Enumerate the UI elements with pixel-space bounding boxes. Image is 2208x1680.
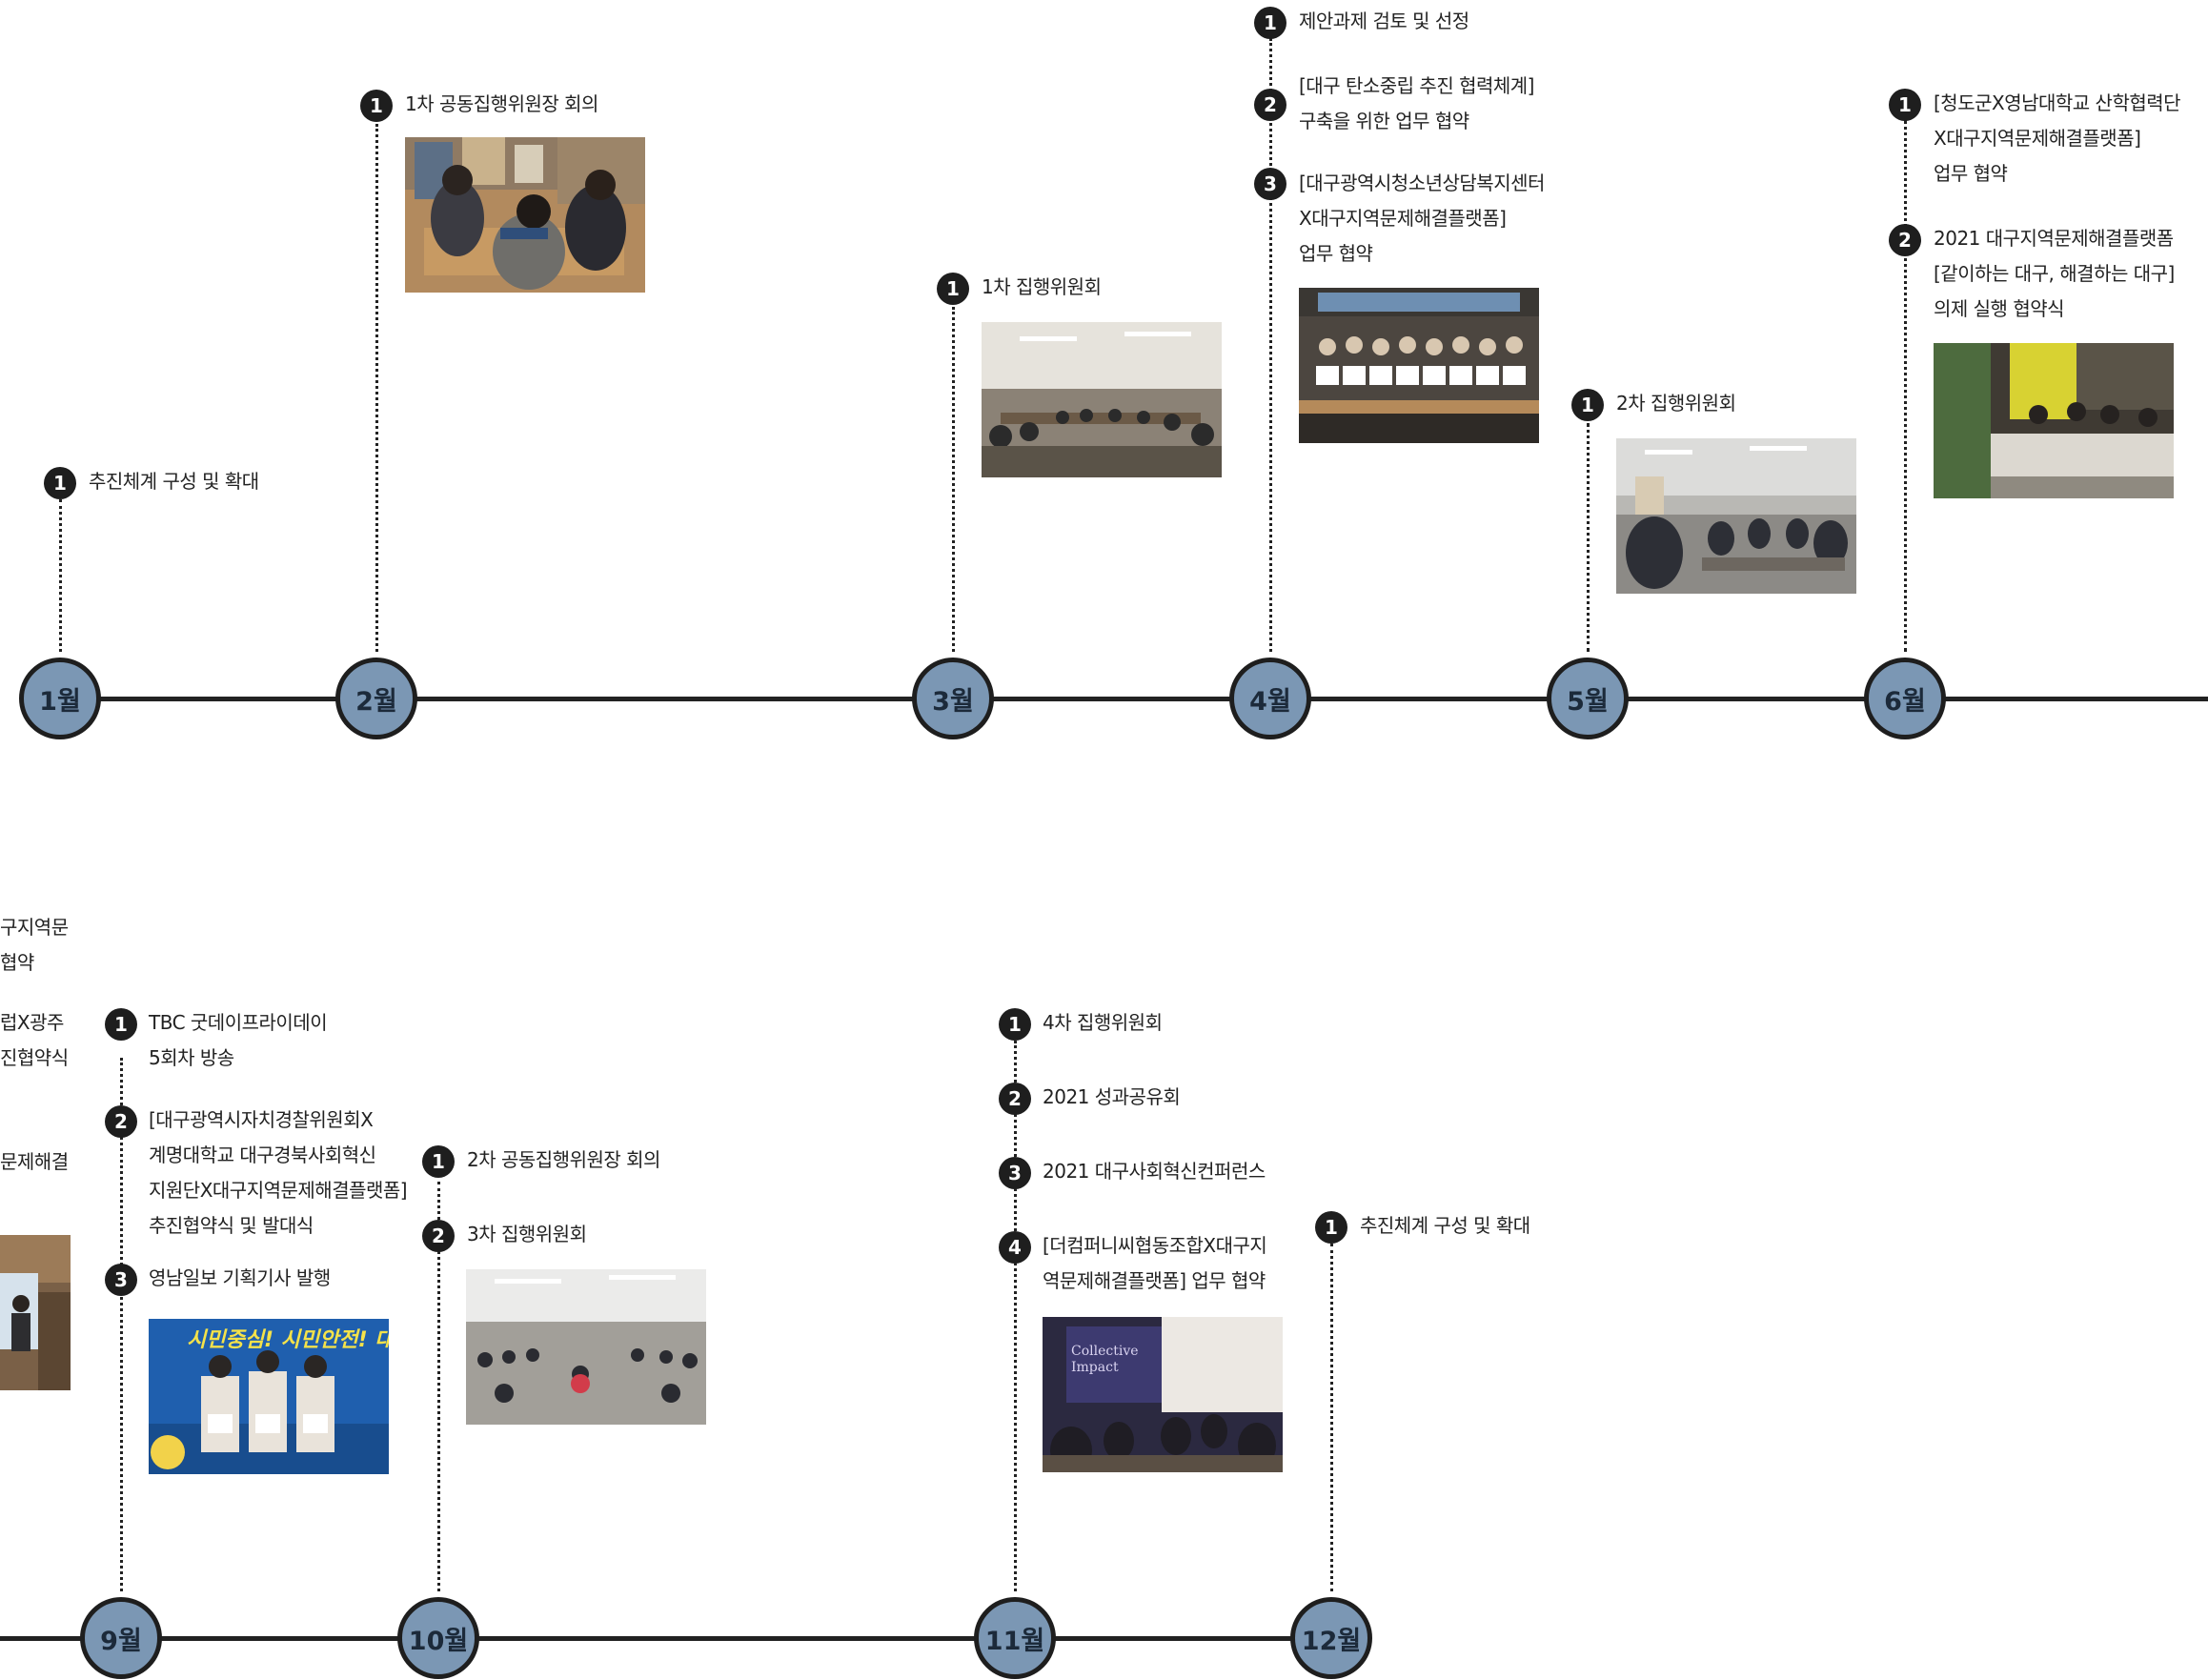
event-label: 지원단X대구지역문제해결플랫폼] <box>149 1179 408 1202</box>
event-label: 추진체계 구성 및 확대 <box>1360 1214 1530 1237</box>
event-label: 업무 협약 <box>1299 242 1373 265</box>
event-number: 1 <box>937 273 969 305</box>
event-number: 3 <box>999 1157 1031 1189</box>
event-number: 1 <box>999 1008 1031 1041</box>
event-number: 1 <box>422 1145 455 1178</box>
photo-partial-aug <box>0 1235 71 1390</box>
event-number: 1 <box>1254 7 1286 39</box>
photo-police-agreement: 시민중심! 시민안전! 대구 자 <box>149 1319 389 1474</box>
connector-nov <box>1014 1041 1017 1591</box>
event-number: 2 <box>1889 224 1921 256</box>
month-jan: 1월 <box>19 658 101 739</box>
event-label: 추진체계 구성 및 확대 <box>89 470 259 493</box>
event-label: [더컴퍼니씨협동조합X대구지 <box>1043 1234 1267 1257</box>
event-label: X대구지역문제해결플랫폼] <box>1299 207 1507 230</box>
connector-jan <box>59 499 62 652</box>
event-label-partial: 문제해결 <box>0 1150 69 1173</box>
event-number: 1 <box>44 467 76 499</box>
event-label: TBC 굿데이프라이데이 <box>149 1011 328 1034</box>
event-label: 3차 집행위원회 <box>467 1223 587 1245</box>
month-dec: 12월 <box>1290 1597 1372 1679</box>
event-label: 2차 공동집행위원장 회의 <box>467 1148 660 1171</box>
month-nov: 11월 <box>974 1597 1056 1679</box>
event-number: 2 <box>105 1105 137 1138</box>
event-label: 업무 협약 <box>1934 162 2008 185</box>
event-label-partial: 구지역문 <box>0 916 69 939</box>
month-apr: 4월 <box>1229 658 1311 739</box>
event-label-partial: 진협약식 <box>0 1046 69 1069</box>
connector-apr <box>1269 38 1272 652</box>
event-label: [같이하는 대구, 해결하는 대구] <box>1934 262 2175 285</box>
event-label: 2021 성과공유회 <box>1043 1085 1181 1108</box>
connector-feb <box>375 124 378 652</box>
photo-committee-meeting-2 <box>1616 438 1856 594</box>
photo-meeting-table <box>405 137 645 293</box>
event-number: 1 <box>1315 1211 1347 1244</box>
event-label: 1차 집행위원회 <box>982 275 1102 298</box>
photo-committee-meeting-3 <box>466 1269 706 1425</box>
event-label: [대구광역시청소년상담복지센터 <box>1299 172 1545 194</box>
event-number: 3 <box>1254 168 1286 200</box>
month-oct: 10월 <box>397 1597 479 1679</box>
event-label: X대구지역문제해결플랫폼] <box>1934 127 2141 150</box>
month-may: 5월 <box>1547 658 1629 739</box>
event-label: 2차 집행위원회 <box>1616 392 1736 415</box>
event-number: 2 <box>422 1220 455 1252</box>
event-number: 2 <box>999 1083 1031 1115</box>
event-label-partial: 협약 <box>0 951 34 974</box>
event-label: [대구 탄소중립 추진 협력체계] <box>1299 74 1534 97</box>
month-mar: 3월 <box>912 658 994 739</box>
event-label: 구축을 위한 업무 협약 <box>1299 110 1469 132</box>
connector-sep <box>120 1058 123 1591</box>
event-label: 2021 대구지역문제해결플랫폼 <box>1934 227 2174 250</box>
photo-conference: Collective Impact <box>1043 1317 1283 1472</box>
event-number: 2 <box>1254 89 1286 121</box>
event-number: 1 <box>1889 89 1921 121</box>
event-label: 추진협약식 및 발대식 <box>149 1214 314 1237</box>
event-label: [청도군X영남대학교 산학협력단 <box>1934 91 2181 114</box>
event-label: 계명대학교 대구경북사회혁신 <box>149 1144 376 1166</box>
timeline-line-bottom <box>0 1636 1334 1641</box>
event-number: 4 <box>999 1231 1031 1264</box>
event-label: 2021 대구사회혁신컨퍼런스 <box>1043 1160 1266 1183</box>
screen-text: Collective Impact <box>1071 1344 1139 1375</box>
event-number: 1 <box>105 1008 137 1041</box>
event-label: 제안과제 검토 및 선정 <box>1299 10 1469 32</box>
event-number: 1 <box>360 90 393 122</box>
banner-text: 시민중심! 시민안전! 대구 자 <box>187 1328 389 1352</box>
photo-agreement-ceremony <box>1934 343 2174 498</box>
month-feb: 2월 <box>335 658 417 739</box>
event-label: [대구광역시자치경찰위원회X <box>149 1108 374 1131</box>
connector-may <box>1587 423 1590 652</box>
event-label: 의제 실행 협약식 <box>1934 297 2065 320</box>
month-jun: 6월 <box>1864 658 1946 739</box>
event-label: 1차 공동집행위원장 회의 <box>405 92 598 115</box>
event-number: 1 <box>1571 389 1604 421</box>
event-label: 영남일보 기획기사 발행 <box>149 1266 331 1289</box>
event-label: 4차 집행위원회 <box>1043 1011 1163 1034</box>
photo-agreement-signing <box>1299 288 1539 443</box>
month-sep: 9월 <box>80 1597 162 1679</box>
connector-oct <box>437 1182 440 1591</box>
timeline-line-top <box>43 697 2208 701</box>
connector-dec <box>1330 1244 1333 1591</box>
event-label: 역문제해결플랫폼] 업무 협약 <box>1043 1269 1266 1292</box>
photo-committee-room <box>982 322 1222 477</box>
connector-mar <box>952 307 955 652</box>
event-label-partial: 럽X광주 <box>0 1011 64 1034</box>
event-number: 3 <box>105 1264 137 1296</box>
connector-jun <box>1904 120 1907 652</box>
event-label: 5회차 방송 <box>149 1046 234 1069</box>
